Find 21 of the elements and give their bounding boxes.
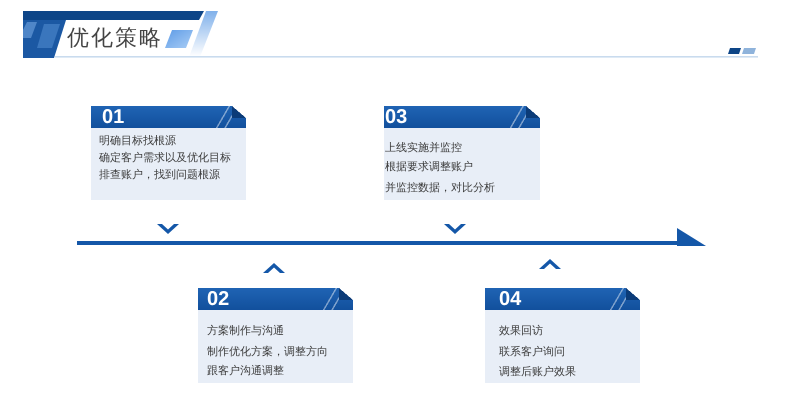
step-title: 效果回访	[499, 324, 543, 338]
step-title: 上线实施并监控	[385, 141, 462, 155]
step-title: 明确目标找根源	[99, 134, 176, 148]
step-detail: 联系客户询问	[499, 345, 565, 359]
step-detail: 排查账户，找到问题根源	[99, 168, 220, 182]
step-number-banner: 01	[91, 106, 246, 128]
step-number-banner: 03	[384, 106, 540, 128]
step-detail: 制作优化方案，调整方向	[207, 345, 328, 359]
step-title: 方案制作与沟通	[207, 324, 284, 338]
step-card	[198, 288, 353, 383]
step-detail: 根据要求调整账户	[385, 160, 473, 174]
step-card	[91, 106, 246, 200]
step-detail: 确定客户需求以及优化目标	[99, 151, 231, 165]
step-detail: 调整后账户效果	[499, 365, 576, 379]
step-number-banner: 02	[198, 288, 353, 310]
step-card	[485, 288, 640, 383]
step-detail: 跟客户沟通调整	[207, 364, 284, 378]
step-detail: 并监控数据，对比分析	[385, 181, 495, 195]
step-number-banner: 04	[485, 288, 640, 310]
step-card	[384, 106, 540, 200]
page-title: 优化策略	[67, 25, 163, 53]
